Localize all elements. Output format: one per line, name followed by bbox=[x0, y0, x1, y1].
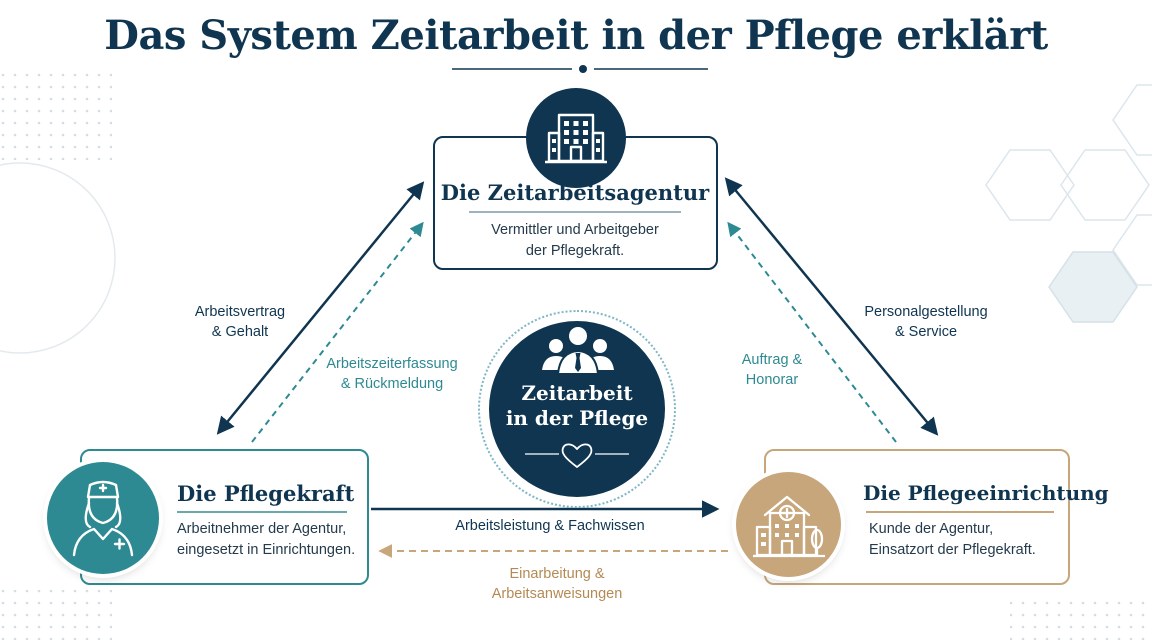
nurse-title-rule bbox=[177, 511, 347, 513]
page-title: Das System Zeitarbeit in der Pflege erkl… bbox=[104, 12, 1048, 59]
facility-description-line2: Einsatzort der Pflegekraft. bbox=[869, 542, 1036, 558]
nurse-icon bbox=[47, 462, 159, 574]
dot-pattern-bottom-left bbox=[0, 590, 112, 640]
nurse-description-line2: eingesetzt in Einrichtungen. bbox=[177, 542, 356, 558]
center-ring bbox=[478, 310, 676, 508]
hexagon-decoration bbox=[985, 84, 1152, 286]
nurse-description: Arbeitnehmer der Agentur, eingesetzt in … bbox=[177, 519, 362, 561]
decor-circle bbox=[0, 162, 116, 354]
center-label: Zeitarbeit in der Pflege bbox=[489, 381, 665, 431]
hexagon-filled bbox=[1048, 251, 1138, 323]
title-divider bbox=[452, 65, 708, 73]
dot-pattern-top-left bbox=[0, 70, 112, 160]
center-label-line1: Zeitarbeit bbox=[521, 381, 633, 405]
agency-title-rule bbox=[469, 211, 681, 213]
agency-description-line1: Vermittler und Arbeitgeber bbox=[491, 222, 659, 238]
center-label-line2: in der Pflege bbox=[505, 406, 649, 430]
nurse-title: Die Pflegekraft bbox=[177, 481, 355, 506]
label-arbeitsleistung: Arbeitsleistung & Fachwissen bbox=[455, 518, 645, 534]
heart-icon bbox=[525, 443, 629, 468]
label-auftrag: Auftrag & Honorar bbox=[741, 352, 803, 388]
facility-title: Die Pflegeeinrichtung bbox=[863, 481, 1109, 505]
agency-description-line2: der Pflegekraft. bbox=[525, 243, 625, 259]
label-personalgestellung: Personalgestellung & Service bbox=[864, 304, 988, 340]
facility-title-rule bbox=[866, 511, 1054, 513]
dot-pattern-bottom-right bbox=[1010, 595, 1152, 640]
agency-description: Vermittler und Arbeitgeber der Pflegekra… bbox=[435, 220, 715, 262]
label-einarbeitung: Einarbeitung & Arbeitsanweisungen bbox=[491, 566, 623, 602]
nurse-description-line1: Arbeitnehmer der Agentur, bbox=[177, 521, 347, 537]
agency-card: Die Zeitarbeitsagentur Vermittler und Ar… bbox=[433, 136, 718, 270]
label-arbeitszeiterfassung: Arbeitszeiterfassung & Rückmeldung bbox=[326, 356, 458, 392]
label-arbeitsvertrag: Arbeitsvertrag & Gehalt bbox=[194, 304, 286, 340]
facility-description: Kunde der Agentur, Einsatzort der Pflege… bbox=[869, 519, 1059, 561]
hospital-icon bbox=[736, 472, 841, 577]
office-building-icon bbox=[526, 88, 626, 188]
facility-description-line1: Kunde der Agentur, bbox=[869, 521, 994, 537]
people-group-icon bbox=[542, 325, 614, 374]
